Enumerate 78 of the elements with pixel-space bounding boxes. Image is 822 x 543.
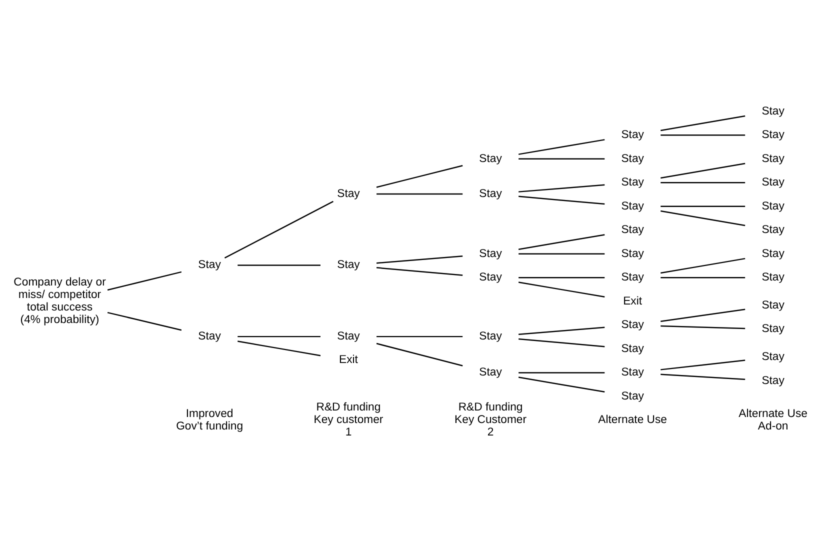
node-text: Stay	[621, 128, 644, 141]
node-text: Stay	[479, 152, 502, 164]
label: R&D funding Key Customer 2	[454, 401, 527, 438]
node-text: Stay	[762, 176, 784, 188]
node-text: Stay	[198, 330, 221, 342]
connector	[376, 335, 463, 337]
node-text: Stay	[762, 350, 784, 363]
node-text: Stay	[762, 271, 784, 284]
connector	[518, 138, 605, 154]
connector	[660, 257, 746, 274]
connector	[518, 326, 605, 334]
connector	[660, 308, 746, 322]
node-text: Stay	[479, 271, 502, 284]
node-text: Stay	[762, 298, 784, 311]
connector	[660, 324, 746, 329]
connector	[518, 276, 605, 278]
label: Alternate Use Ad-on	[738, 407, 808, 432]
connector	[376, 192, 463, 194]
connector	[518, 376, 605, 392]
node-text: Stay	[621, 342, 644, 354]
node-text: Stay	[337, 258, 360, 271]
node-text: Stay	[762, 128, 784, 141]
node-text: Stay	[337, 187, 360, 200]
node-text: Stay	[621, 247, 644, 260]
node-text: Stay	[762, 224, 784, 236]
node-text: Stay	[762, 104, 784, 117]
node-text: Stay	[762, 152, 784, 164]
connector	[376, 254, 463, 264]
node-text: Stay	[762, 322, 784, 335]
node-text: Stay	[479, 187, 502, 200]
node-text: Stay	[621, 390, 644, 402]
connector	[518, 372, 605, 373]
connector	[376, 266, 463, 276]
node-text: Exit	[623, 294, 642, 307]
node-text: Stay	[621, 271, 644, 284]
node-text: Stay	[621, 152, 644, 164]
node-text: Stay	[479, 247, 502, 260]
connector	[660, 210, 746, 226]
label: R&D funding Key customer 1	[314, 401, 384, 438]
node-text: Stay	[621, 224, 644, 236]
connector	[518, 184, 605, 192]
node-text: Exit	[339, 354, 358, 366]
connector	[660, 373, 746, 380]
connector	[238, 264, 320, 266]
node-text: Stay	[762, 247, 784, 260]
connector	[376, 164, 463, 188]
connector	[660, 134, 746, 136]
connector	[376, 342, 463, 366]
connector	[660, 162, 746, 178]
node-text: Stay	[621, 318, 644, 331]
connector	[518, 158, 605, 159]
connector	[518, 195, 605, 204]
connector	[518, 234, 605, 250]
connector	[518, 281, 605, 297]
connector	[238, 340, 321, 356]
connector	[660, 276, 746, 278]
node-text: Stay	[762, 374, 784, 386]
node-text: Stay	[621, 200, 644, 212]
connector	[660, 182, 746, 183]
node-text: Stay	[337, 330, 360, 342]
node-text: Stay	[198, 258, 221, 271]
node-text: Stay	[621, 366, 644, 378]
connector	[660, 359, 746, 370]
label: Alternate Use	[598, 414, 667, 426]
connector	[238, 335, 320, 337]
node-text: Stay	[479, 366, 502, 378]
connector	[518, 252, 605, 254]
connector	[518, 338, 605, 347]
node-text: Stay	[762, 200, 784, 212]
node-text: Stay	[621, 176, 644, 188]
connector	[660, 114, 746, 131]
node-text: Stay	[479, 330, 502, 342]
connector	[224, 200, 334, 258]
connector	[107, 270, 182, 290]
node-text: Company delay or miss/ competitor total success (4% probability)	[14, 276, 106, 326]
connector	[107, 311, 182, 330]
connector	[660, 205, 746, 207]
label: Improved Gov’t funding	[176, 407, 244, 432]
